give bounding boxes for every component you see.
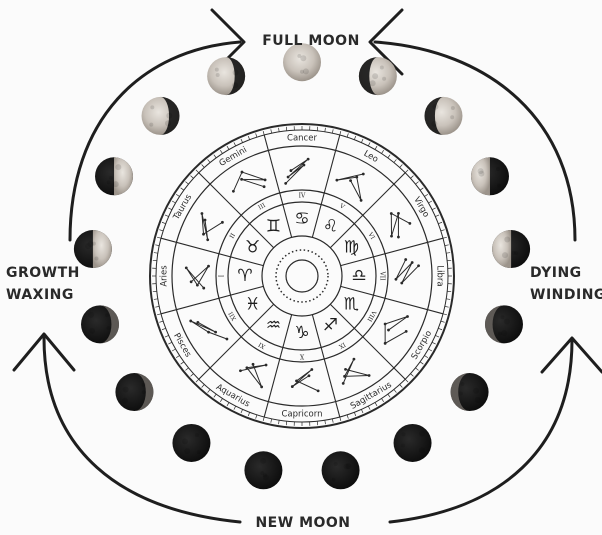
constellation-aries [185,265,210,290]
glyph-capricorn-icon: ♑ [294,323,309,343]
sign-glyphs: ♋ ♌ ♍ ♎ ♏ ♐ ♑ ♒ ♓ ♈ ♉ ♊ [237,209,366,343]
moon-waxing-crescent [115,373,153,411]
new-moon-label: NEW MOON [248,512,358,534]
house-number: XII [227,310,238,322]
house-number: V [338,202,347,211]
dying-text: DYING [530,262,602,284]
moon-last-quarter [492,230,530,268]
glyph-cancer-icon: ♋ [294,209,309,229]
moon-first-quarter [95,157,133,195]
house-number: VI [366,230,376,241]
house-number: X [299,353,304,360]
glyph-leo-icon: ♌ [323,217,338,237]
constellation-libra [395,258,420,284]
sign-name-capricorn: Capricorn [281,410,322,420]
glyph-sagittarius-icon: ♐ [323,315,338,335]
arrow-bottom-left [44,338,240,522]
moon-new [244,451,282,489]
glyph-taurus-icon: ♉ [245,238,260,258]
moon-new [394,424,432,462]
sign-name-aries: Aries [160,265,170,287]
house-number: III [257,202,267,212]
glyph-pisces-icon: ♓ [245,295,260,315]
sign-name-cancer: Cancer [287,134,317,144]
constellation-scorpio [384,315,409,345]
sign-name-sagittarius: Sagittarius [349,380,394,412]
glyph-aries-icon: ♈ [237,266,252,286]
moon-waning-gibbous [359,57,397,95]
moon-waning-crescent [485,305,523,343]
moon-new [172,424,210,462]
waxing-text: WAXING [6,284,96,306]
constellation-cancer [284,158,309,185]
house-number: VII [379,270,386,281]
sign-name-virgo: Virgo [411,195,431,219]
house-number: XI [257,340,267,350]
full-moon-label: FULL MOON [256,30,366,52]
constellation-sagittarius [342,358,371,385]
house-number: II [228,232,237,240]
moon-waxing-crescent [81,305,119,343]
glyph-libra-icon: ♎ [351,266,366,286]
moon-last-quarter [471,157,509,195]
wheel-center-dotted [276,250,328,302]
constellation-virgo [390,212,411,238]
center-crescent-icon [294,264,306,288]
moon-waning-crescent [451,373,489,411]
glyph-virgo-icon: ♍ [344,238,359,258]
wheel-center-moon [286,260,318,292]
house-number: IX [337,341,347,351]
dying-winding-label: DYING WINDING [530,262,602,306]
moon-waxing-gibbous [207,57,245,95]
constellation-pisces [189,320,228,341]
constellation-gemini [232,171,266,193]
zodiac-wheel: CancerLeoVirgoLibraScorpioSagittariusCap… [150,124,454,428]
moon-new [322,451,360,489]
growth-waxing-label: GROWTH WAXING [6,262,96,306]
growth-text: GROWTH [6,262,96,284]
glyph-gemini-icon: ♊ [266,217,281,237]
wheel-glyph-ring [262,236,342,316]
arrow-top-right [375,42,575,240]
winding-text: WINDING [530,284,602,306]
constellation-aquarius [239,363,267,388]
house-number: IV [299,193,306,200]
sign-name-pisces: Pisces [171,331,193,359]
constellation-leo [335,173,364,202]
sign-name-libra: Libra [435,265,445,286]
constellation-capricorn [291,368,320,392]
glyph-aquarius-icon: ♒ [266,315,281,335]
house-number: I [219,274,226,277]
moon-waning-gibbous [424,97,462,135]
moon-waxing-gibbous [142,97,180,135]
glyph-scorpio-icon: ♏ [344,295,359,315]
constellation-taurus [201,212,224,241]
